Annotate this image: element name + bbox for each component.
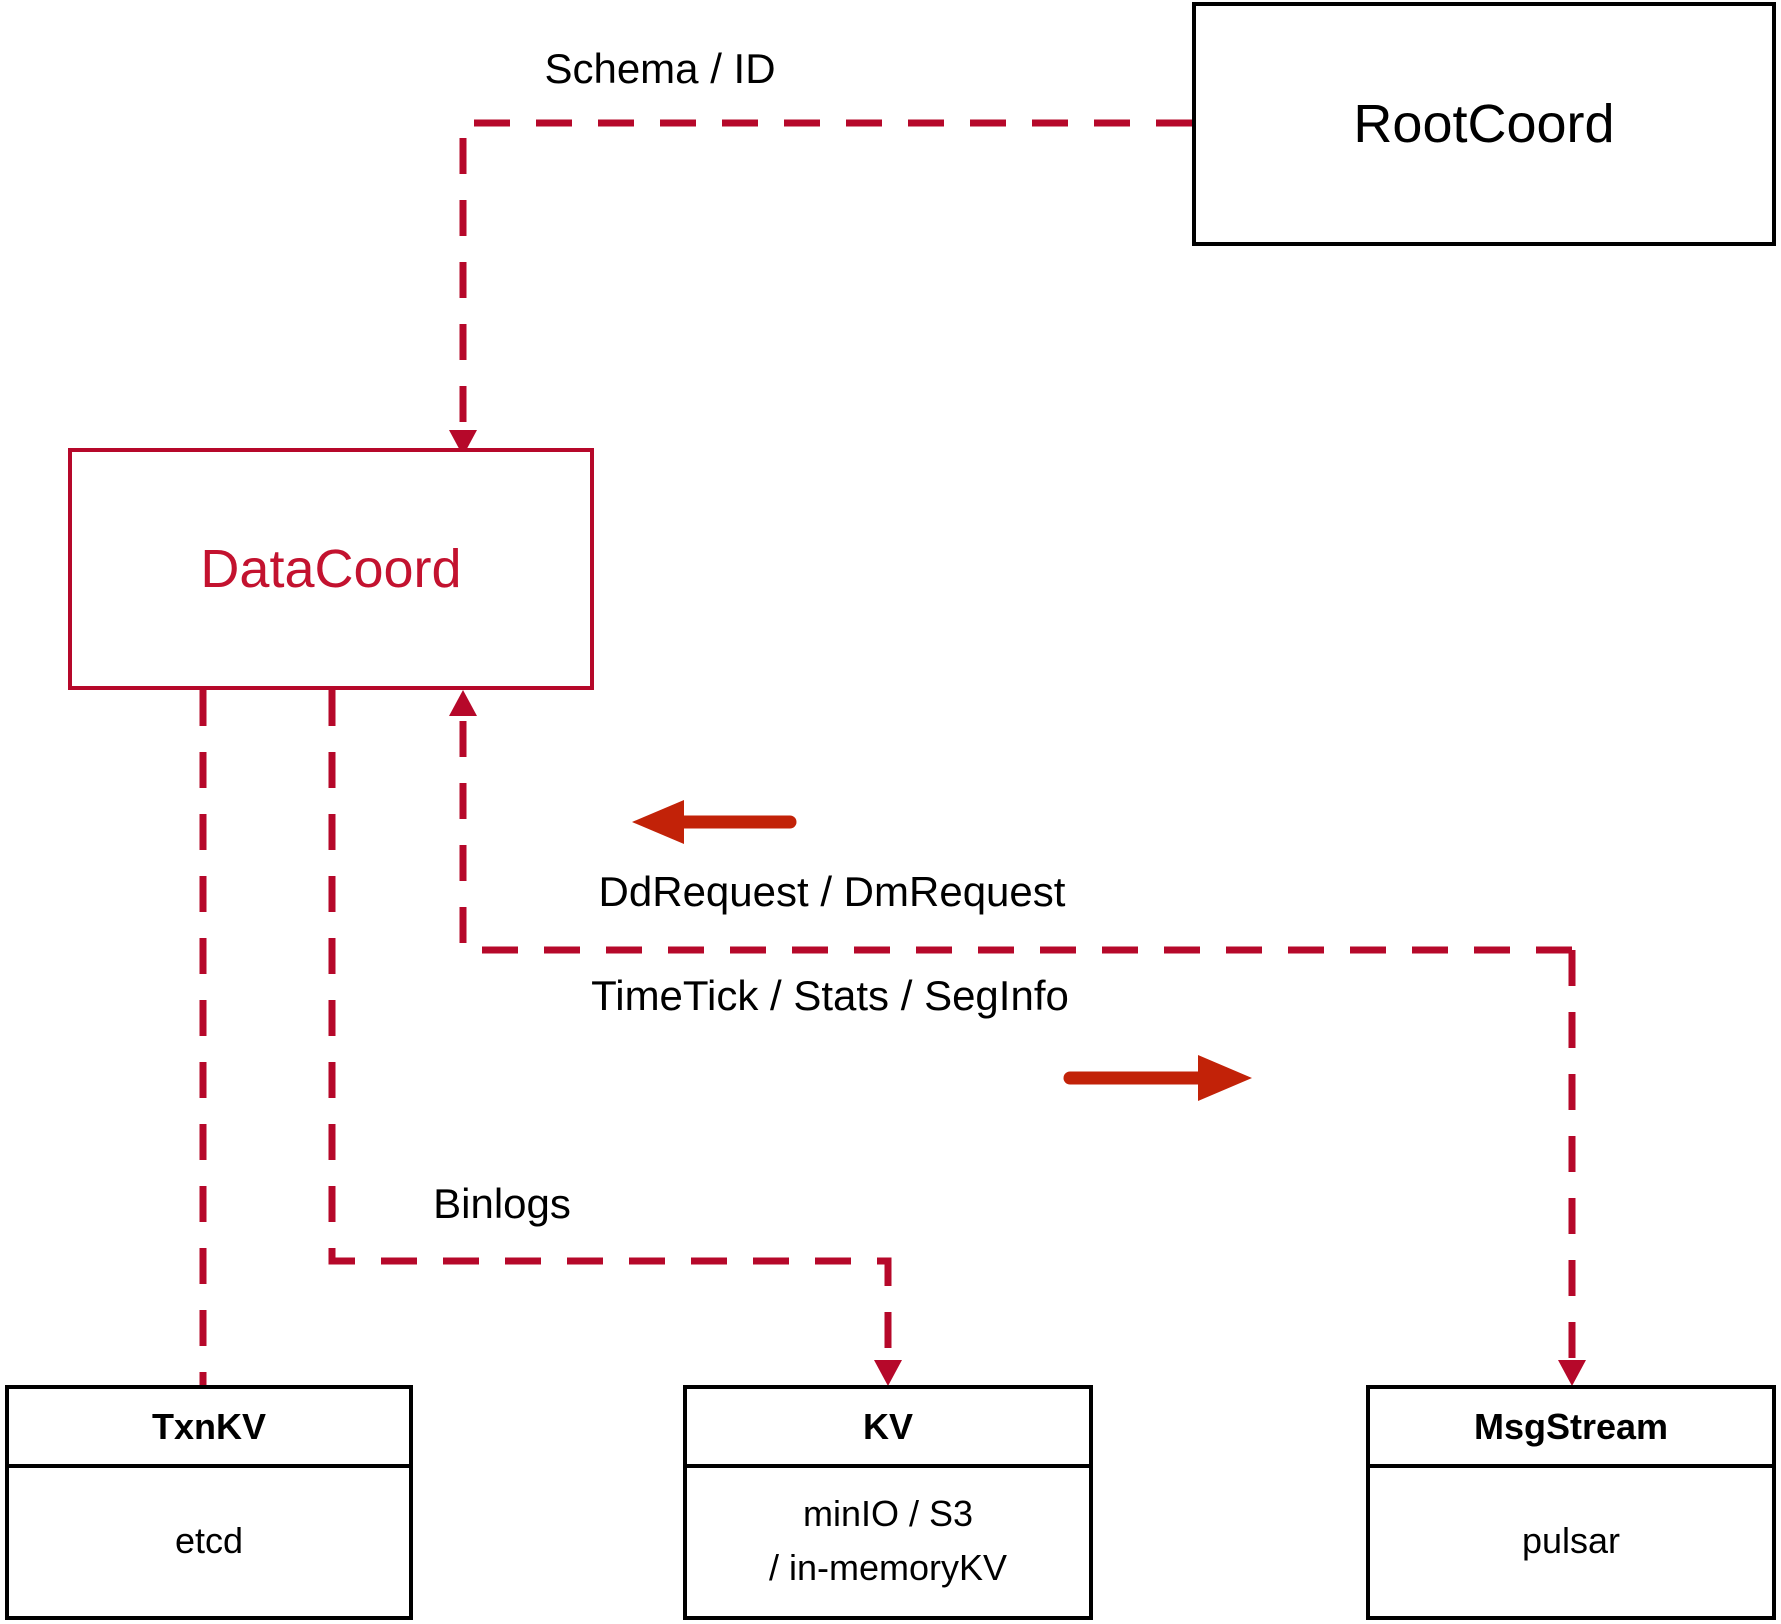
inbound-flow-arrow [632,800,797,844]
node-msgstream-header: MsgStream [1370,1389,1772,1468]
edge-label-timetick-stats-seginfo: TimeTick / Stats / SegInfo [591,972,1069,1019]
outbound-flow-arrow [1063,1055,1252,1101]
node-kv-body-line-2: / in-memoryKV [768,1546,1008,1588]
node-msgstream-body-line-1: pulsar [1521,1519,1621,1561]
edge-schema-id [449,119,1192,456]
edge-timetick-stats-seginfo [1558,950,1586,1386]
edge-label-binlogs: Binlogs [433,1180,571,1227]
node-kv-body-line-1: minIO / S3 [802,1492,974,1534]
node-msgstream-body: pulsar [1370,1468,1772,1613]
edge-label-schema-id: Schema / ID [544,45,776,92]
node-datacoord[interactable]: DataCoord [68,448,594,690]
node-txnkv-header: TxnKV [9,1389,409,1468]
node-msgstream[interactable]: MsgStream pulsar [1366,1385,1776,1620]
edge-dd-dm-request [449,690,1572,954]
node-kv[interactable]: KV minIO / S3 / in-memoryKV [683,1385,1093,1620]
node-kv-header: KV [687,1389,1089,1468]
node-kv-body: minIO / S3 / in-memoryKV [687,1468,1089,1613]
node-txnkv[interactable]: TxnKV etcd [5,1385,413,1620]
node-datacoord-label: DataCoord [200,539,462,599]
node-txnkv-body-line-1: etcd [174,1519,244,1561]
node-rootcoord-label: RootCoord [1353,94,1615,154]
edge-label-dd-dm-request: DdRequest / DmRequest [598,868,1066,915]
node-rootcoord[interactable]: RootCoord [1192,2,1776,246]
node-txnkv-body: etcd [9,1468,409,1613]
edge-binlogs [328,690,902,1386]
